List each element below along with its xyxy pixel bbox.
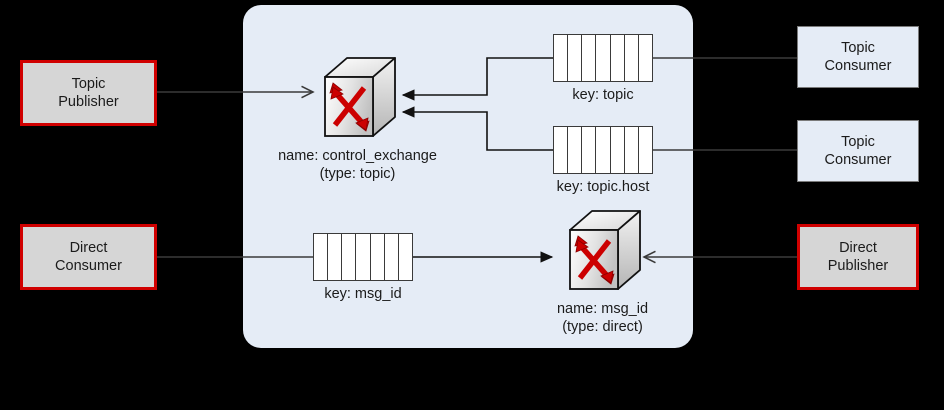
queue-key-topic[interactable]: key: topic xyxy=(553,34,653,103)
queue-key-topic-host[interactable]: key: topic.host xyxy=(553,126,653,195)
topic-consumer-2-label-line1: Topic xyxy=(841,133,875,150)
queue-cells xyxy=(313,233,413,281)
exchange-switch-icon xyxy=(568,210,641,290)
queue-cells xyxy=(553,126,653,174)
queue-key-msg-id[interactable]: key: msg_id xyxy=(313,233,413,302)
topic-consumer-1-label-line1: Topic xyxy=(841,39,875,56)
direct-consumer-box[interactable]: Direct Consumer xyxy=(20,224,157,290)
topic-publisher-label-line1: Topic xyxy=(71,75,106,92)
topic-consumer-1-label-line2: Consumer xyxy=(824,58,892,74)
queue-key-msg-id-label: key: msg_id xyxy=(324,286,402,302)
direct-publisher-label-line1: Direct xyxy=(839,239,877,256)
direct-consumer-label-line1: Direct xyxy=(69,239,108,256)
direct-publisher-label-line2: Publisher xyxy=(827,258,889,274)
queue-key-topic-host-label: key: topic.host xyxy=(556,179,650,195)
msg-id-exchange-group[interactable]: name: msg_id (type: direct) xyxy=(495,208,710,336)
direct-consumer-label-line2: Consumer xyxy=(55,258,122,274)
control-exchange-group[interactable]: name: control_exchange (type: topic) xyxy=(250,55,465,183)
msg-id-exchange-name: name: msg_id xyxy=(556,301,649,317)
queue-key-topic-label: key: topic xyxy=(572,87,634,103)
topic-consumer-box-1[interactable]: Topic Consumer xyxy=(797,26,919,88)
control-exchange-name: name: control_exchange xyxy=(278,148,437,164)
control-exchange-type: (type: topic) xyxy=(319,166,396,183)
topic-publisher-label-line2: Publisher xyxy=(58,94,119,110)
msg-id-exchange-type: (type: direct) xyxy=(562,319,643,336)
exchange-switch-icon xyxy=(323,57,396,137)
direct-publisher-box[interactable]: Direct Publisher xyxy=(797,224,919,290)
topic-publisher-box[interactable]: Topic Publisher xyxy=(20,60,157,126)
queue-cells xyxy=(553,34,653,82)
topic-consumer-box-2[interactable]: Topic Consumer xyxy=(797,120,919,182)
topic-consumer-2-label-line2: Consumer xyxy=(824,152,892,168)
